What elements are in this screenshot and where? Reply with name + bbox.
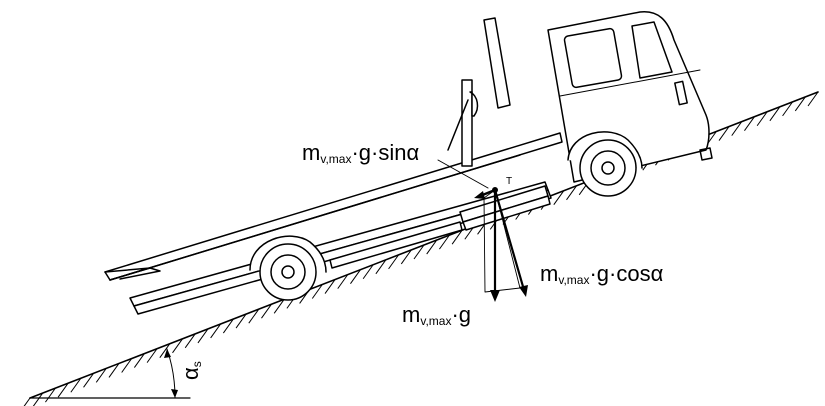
hatch-line bbox=[337, 274, 349, 289]
slope-angle-marker bbox=[29, 348, 191, 399]
hatch-line bbox=[235, 313, 247, 329]
hatch-line bbox=[769, 106, 781, 122]
headlight bbox=[674, 80, 688, 106]
center-of-gravity-point bbox=[492, 187, 498, 193]
hatch-line bbox=[756, 111, 768, 127]
hatch-line bbox=[426, 239, 438, 255]
force-g-label: mv,max·g bbox=[402, 302, 471, 328]
cab-window bbox=[563, 27, 623, 89]
hatch-line bbox=[375, 259, 387, 275]
flatbed-platform bbox=[104, 132, 563, 281]
hatch-line bbox=[794, 96, 806, 112]
tow-truck bbox=[104, 11, 713, 315]
rear-upright bbox=[483, 17, 511, 109]
hatch-line bbox=[23, 397, 31, 406]
windshield bbox=[631, 21, 673, 79]
normal-arrowhead-icon bbox=[519, 285, 528, 297]
hatch-line bbox=[108, 363, 120, 378]
hatch-line bbox=[133, 353, 145, 368]
hatch-line bbox=[45, 387, 56, 403]
hatch-line bbox=[210, 323, 222, 339]
hatch-line bbox=[413, 244, 425, 260]
angle-arrow-top-icon bbox=[164, 349, 171, 358]
hatch-line bbox=[95, 368, 107, 383]
normal-component-vector bbox=[493, 188, 526, 292]
hatch-line bbox=[197, 328, 209, 344]
hatch-line bbox=[121, 358, 133, 373]
hatch-line bbox=[744, 116, 755, 131]
hatch-line bbox=[807, 91, 819, 107]
force-cos-label: mv,max·g·cosα bbox=[540, 261, 664, 287]
hatch-line bbox=[273, 298, 285, 314]
hatch-line bbox=[451, 229, 463, 245]
center-point-label: T bbox=[506, 176, 512, 187]
hatch-line bbox=[222, 318, 234, 334]
hatch-line bbox=[83, 373, 94, 388]
hatch-line bbox=[782, 101, 793, 117]
front-wheel bbox=[567, 131, 643, 197]
hatch-line bbox=[70, 377, 82, 393]
hatch-line bbox=[718, 126, 730, 141]
weight-arrowhead-icon bbox=[490, 290, 500, 302]
force-diagram bbox=[437, 159, 528, 302]
hatch-line bbox=[172, 338, 183, 354]
force-sin-label: mv,max·g·sinα bbox=[302, 140, 419, 166]
hatch-line bbox=[439, 234, 450, 250]
hydraulic-arm bbox=[447, 79, 479, 167]
force-parallelogram bbox=[483, 189, 521, 293]
chassis-frame bbox=[129, 181, 552, 315]
hatch-line bbox=[184, 333, 196, 349]
hatch-line bbox=[57, 382, 69, 398]
hatch-line bbox=[350, 269, 361, 284]
angle-arrow-bottom-icon bbox=[171, 389, 178, 398]
hatch-line bbox=[553, 190, 565, 206]
parallel-arrowhead-icon bbox=[474, 191, 485, 199]
hatch-line bbox=[400, 249, 412, 265]
hatch-line bbox=[32, 392, 44, 406]
hatch-line bbox=[311, 284, 323, 299]
hatch-line bbox=[324, 279, 336, 294]
hatch-line bbox=[159, 343, 171, 359]
slope-angle-label: αs bbox=[178, 361, 204, 380]
rear-wheel bbox=[249, 235, 327, 301]
hatch-line bbox=[146, 348, 158, 363]
hatch-line bbox=[248, 308, 260, 324]
hatch-line bbox=[731, 121, 743, 136]
hatch-line bbox=[566, 185, 577, 201]
hatch-line bbox=[261, 303, 272, 319]
hatch-line bbox=[388, 254, 399, 270]
hatch-line bbox=[362, 264, 374, 280]
label-leader-line bbox=[437, 159, 489, 189]
subframe-box bbox=[329, 185, 551, 269]
